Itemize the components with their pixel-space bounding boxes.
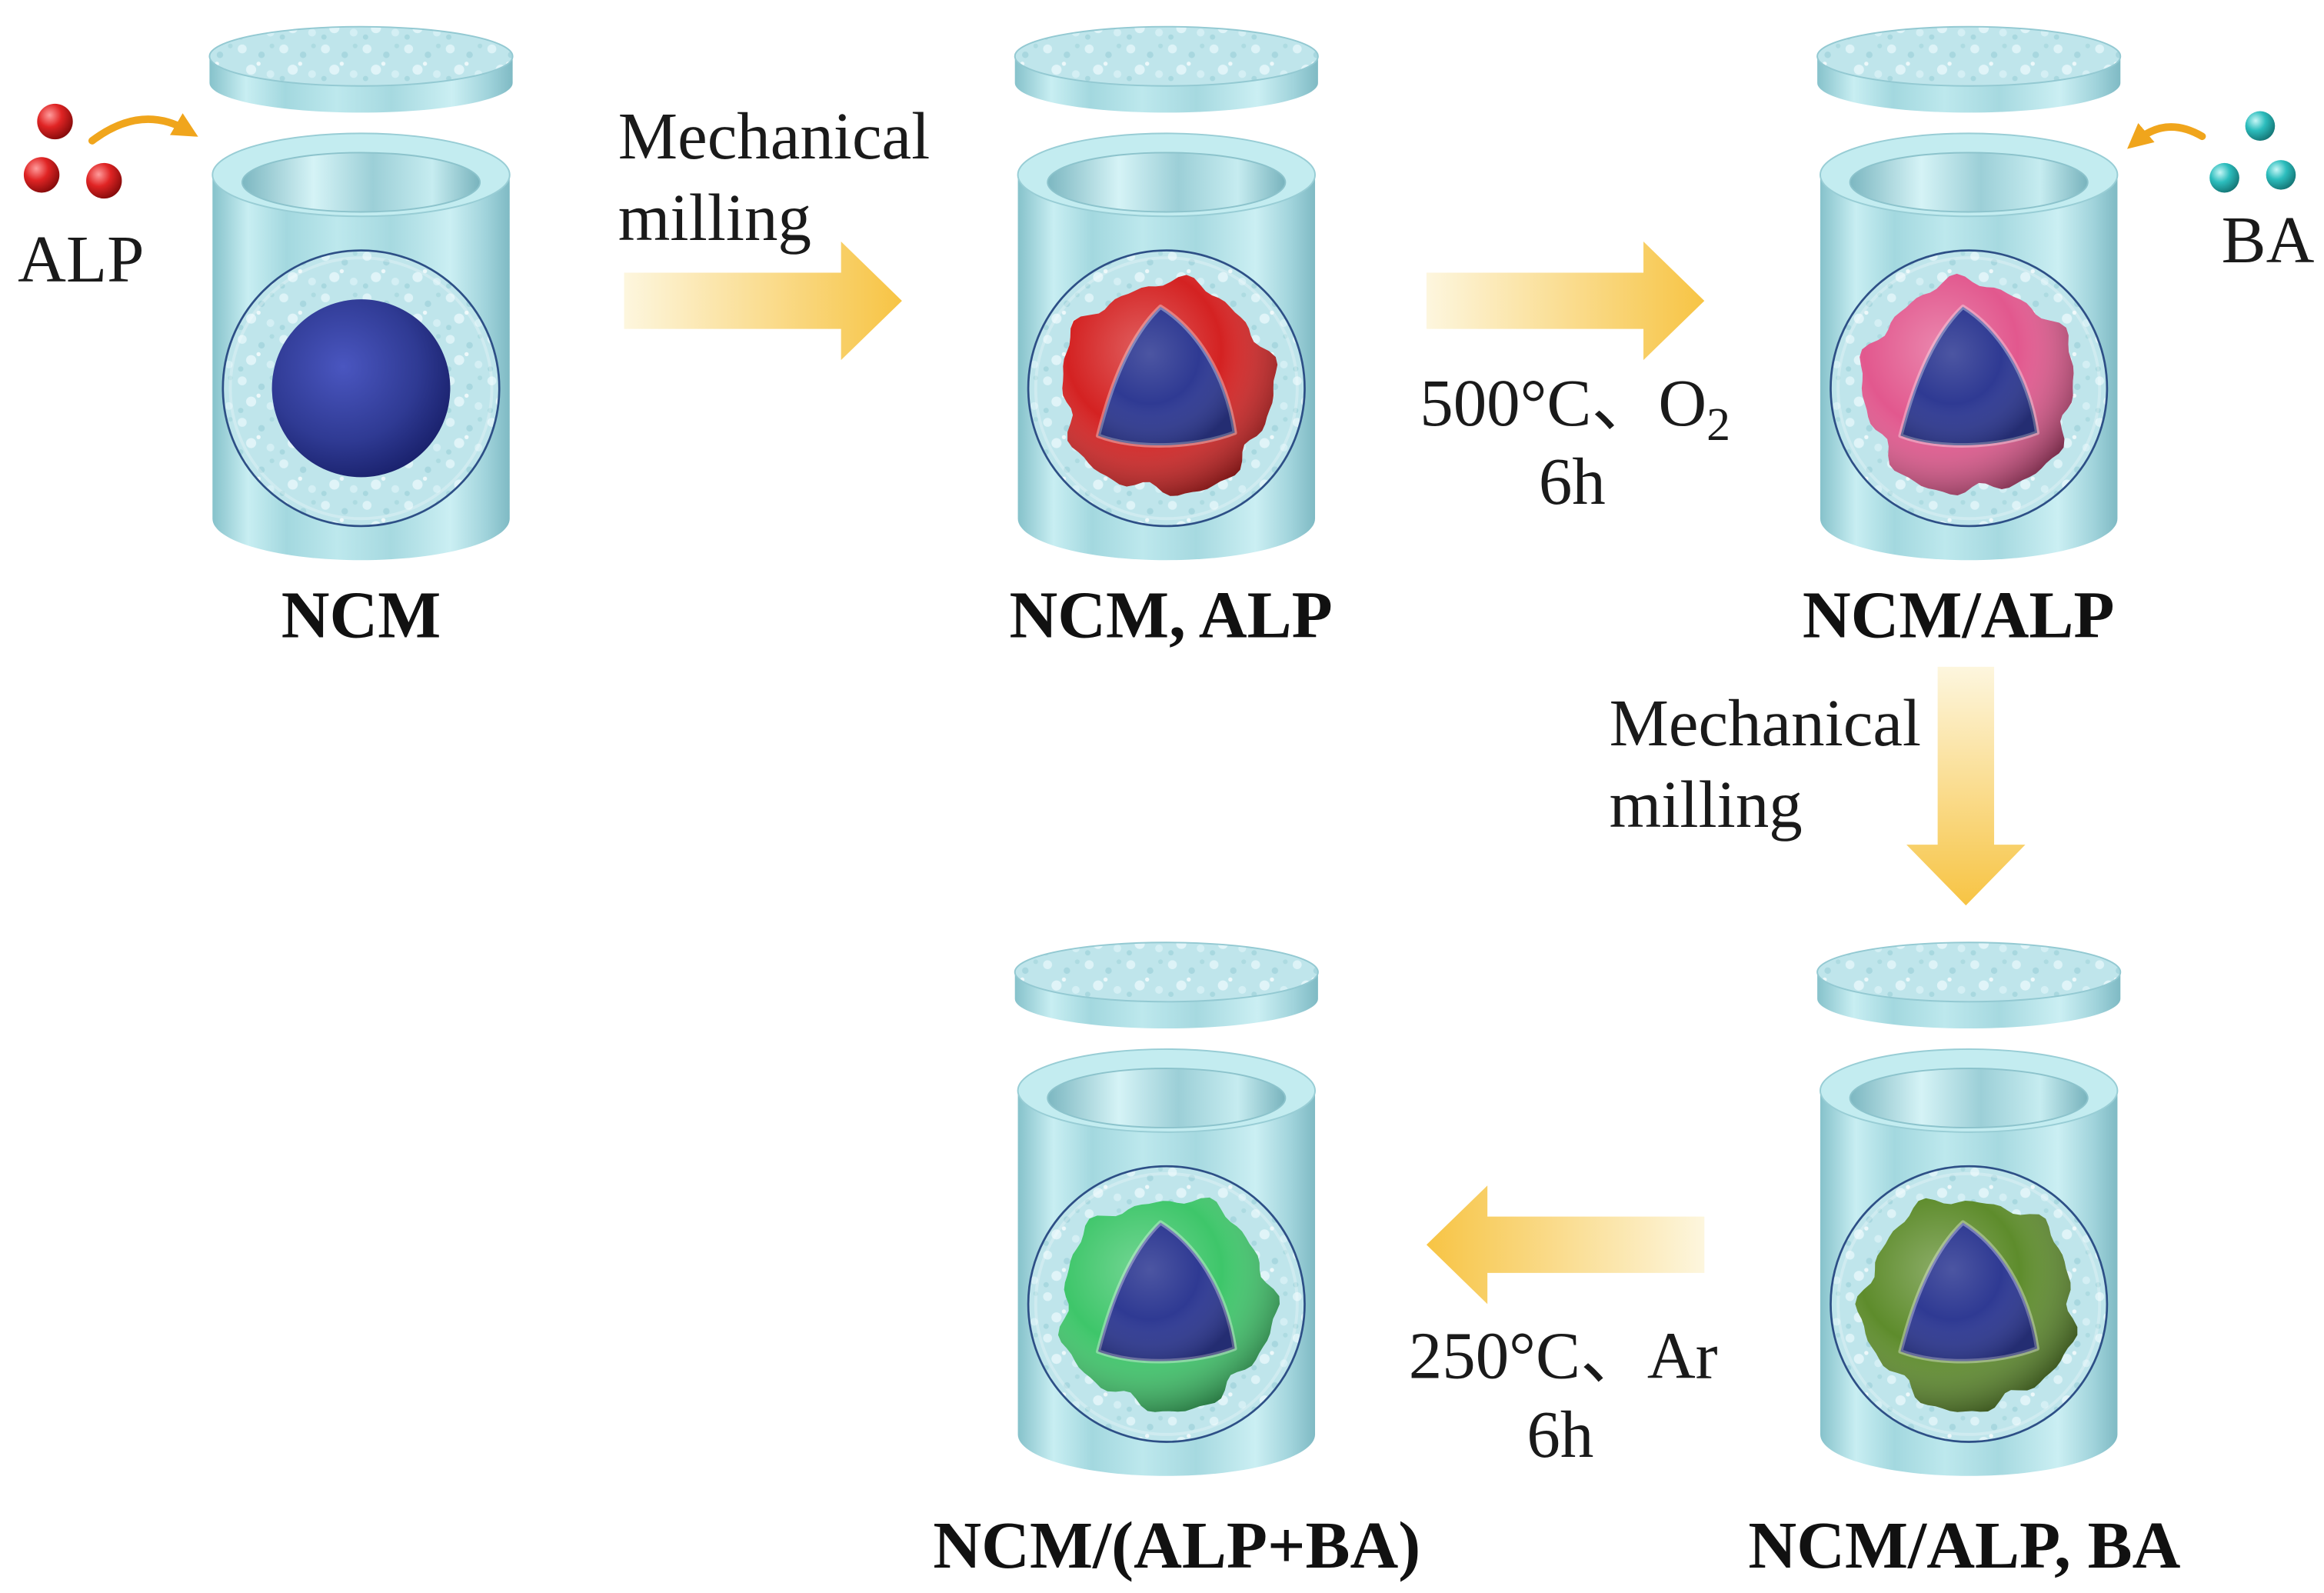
stage-label-ncm: NCM [281,578,441,652]
ba-particle [2266,160,2296,190]
jar-opening [1849,1068,2089,1129]
step-2-condition: 500°C、O [1420,366,1706,440]
jar-lid-top [1816,941,2122,1003]
jar-window-highlight [1034,1171,1299,1436]
step-2-subscript: 2 [1706,398,1730,451]
ncm-core-shading [1097,306,1235,446]
jar-opening [1047,152,1287,213]
jar-ncm-alp-ba-coated [1014,941,1319,1476]
ncm-core-shading [1097,1222,1235,1361]
jar-lid-top [1816,25,2122,87]
arrow-step-1 [624,242,902,361]
arrow-step-4 [1426,1185,1705,1305]
step-3-line2: milling [1610,768,1803,841]
alp-particle [37,103,73,140]
step-1-line1: Mechanical [618,99,931,173]
jar-lid-top [1014,25,1319,87]
step-4-line1: 250°C、Ar [1409,1319,1718,1393]
ba-reactant: BA [2127,111,2315,277]
stage-label-ncm-alp-mixed: NCM, ALP [1009,578,1332,652]
jar-opening [1047,1068,1287,1129]
jar-lid-top [1014,941,1319,1003]
step-2-line2: 6h [1539,445,1606,518]
alp-feed-arrow [88,113,198,145]
jar-ncm-alp-mixed [1014,25,1319,561]
alp-particle [86,162,122,199]
jar-window-highlight [1836,256,2102,521]
jar-layer [208,25,2122,1476]
jar-ncm [208,25,514,561]
arrow-step-2 [1426,242,1705,361]
ncm-core-shading [1900,1222,2038,1361]
jar-window-highlight [1034,256,1299,521]
ba-particle [2245,111,2276,142]
alp-label: ALP [18,222,144,296]
step-3-line1: Mechanical [1610,686,1922,760]
ba-label: BA [2222,203,2315,277]
alp-reactant: ALP [18,103,198,296]
jar-window-highlight [228,256,494,521]
stage-label-ncm-alp-ba-coated: NCM/(ALP+BA) [933,1508,1420,1582]
ncm-core-shading [1900,306,2038,446]
stage-label-ncm-alp-coated: NCM/ALP [1803,578,2115,652]
ba-feed-arrow [2127,122,2206,149]
stage-label-ncm-alp-ba-mixed: NCM/ALP, BA [1748,1508,2180,1582]
arrow-step-3 [1906,666,2026,906]
jar-opening [1849,152,2089,213]
ncm-particle [271,299,451,478]
jar-window-highlight [1836,1171,2102,1436]
step-4-line2: 6h [1527,1398,1593,1471]
step-1-line2: milling [618,181,811,255]
ba-particle [2209,162,2239,193]
step-2-line1: 500°C、O2 [1420,366,1730,451]
jar-ncm-alp-ba-mixed [1816,941,2122,1476]
jar-lid-top [208,25,514,87]
alp-particle [23,157,60,193]
jar-opening [241,152,481,213]
jar-ncm-alp-coated [1816,25,2122,561]
